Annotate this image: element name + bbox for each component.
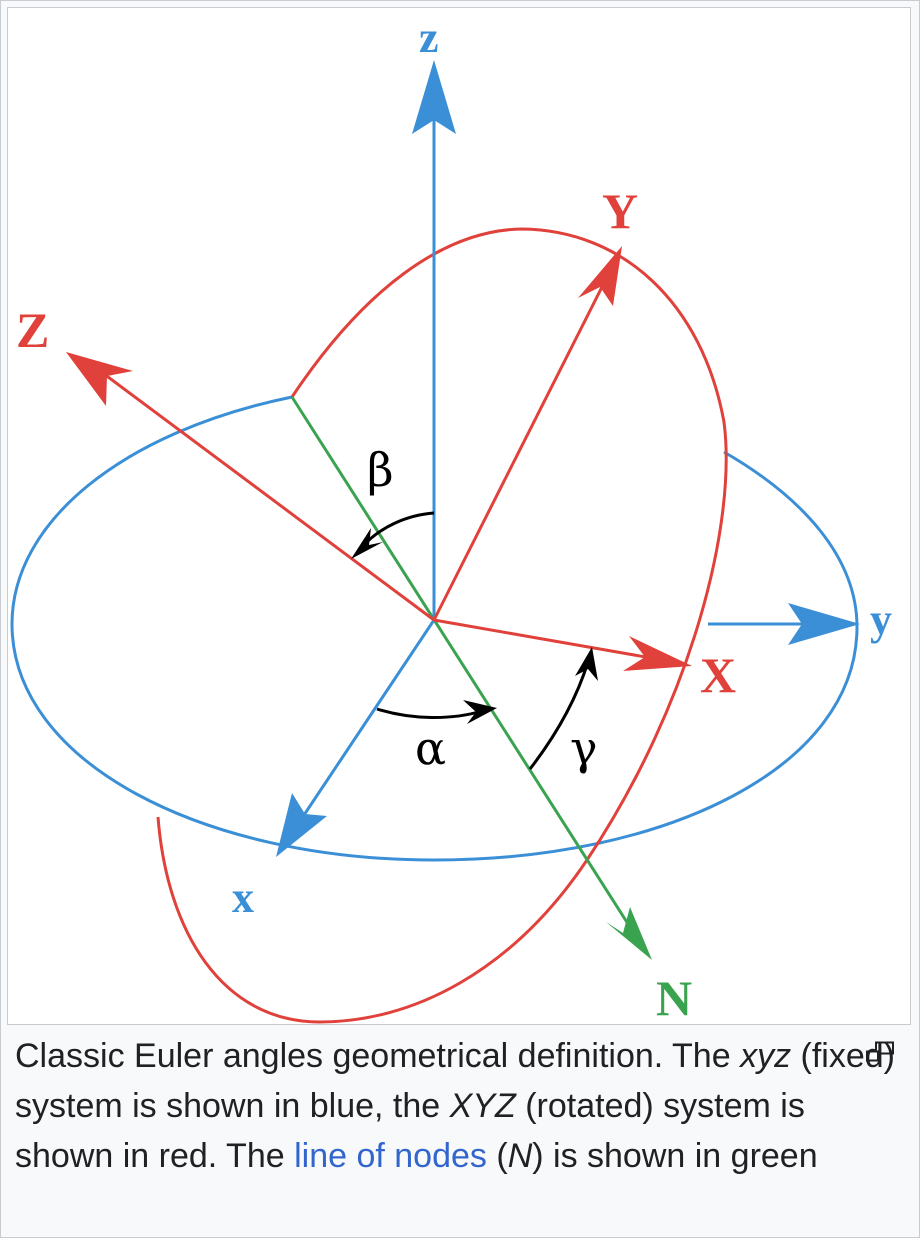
z-arrowhead: [412, 60, 456, 134]
label-gamma: γ: [570, 721, 598, 775]
euler-angles-image[interactable]: z y x Z Y X N β α γ: [7, 7, 911, 1025]
X-arrowhead: [623, 636, 692, 671]
alpha-arrowhead: [463, 700, 497, 724]
caption-xyz: xyz: [740, 1037, 792, 1075]
magnify-clip-icon[interactable]: [865, 1041, 895, 1063]
y-arrowhead: [788, 603, 860, 645]
label-N: N: [656, 970, 692, 1025]
Y-arrowhead: [578, 246, 622, 306]
caption-text-1: Classic Euler angles geometrical definit…: [15, 1037, 741, 1075]
caption-text-2: (fixed) system is shown in blue, the: [15, 1037, 895, 1125]
node-arrowhead: [606, 907, 652, 960]
gamma-arrowhead: [575, 647, 598, 681]
caption-XYZ: XYZ: [449, 1087, 516, 1125]
line-of-nodes-link[interactable]: line of nodes: [294, 1137, 487, 1175]
label-X: X: [700, 647, 736, 703]
caption-text-3: (rotated) system is shown in red. The: [15, 1087, 805, 1175]
beta-arc: [360, 511, 435, 549]
label-beta: β: [367, 443, 394, 497]
label-Z: Z: [16, 302, 49, 358]
fixed-ellipse: [10, 395, 859, 862]
euler-angles-diagram: z y x Z Y X N β α γ: [10, 13, 892, 1025]
label-x: x: [232, 873, 254, 922]
label-Y: Y: [602, 183, 638, 239]
label-y: y: [870, 595, 892, 644]
Y-axis: [432, 276, 609, 621]
x-axis: [296, 619, 436, 825]
label-alpha: α: [415, 721, 446, 775]
rotated-ellipse: [156, 227, 728, 1024]
Z-axis: [95, 366, 435, 622]
caption-text-4: (: [486, 1137, 508, 1175]
line-of-nodes: [290, 396, 632, 928]
gamma-arc: [528, 661, 590, 770]
label-z: z: [419, 13, 439, 62]
caption-text-5: ) is shown in green: [532, 1137, 818, 1175]
figure-caption: Classic Euler angles geometrical definit…: [15, 1031, 905, 1181]
beta-arrowhead: [351, 528, 383, 559]
x-arrowhead: [276, 793, 327, 857]
alpha-arc: [376, 707, 483, 720]
Z-arrowhead: [66, 352, 133, 406]
caption-N: N: [507, 1137, 533, 1175]
X-axis: [433, 618, 658, 661]
